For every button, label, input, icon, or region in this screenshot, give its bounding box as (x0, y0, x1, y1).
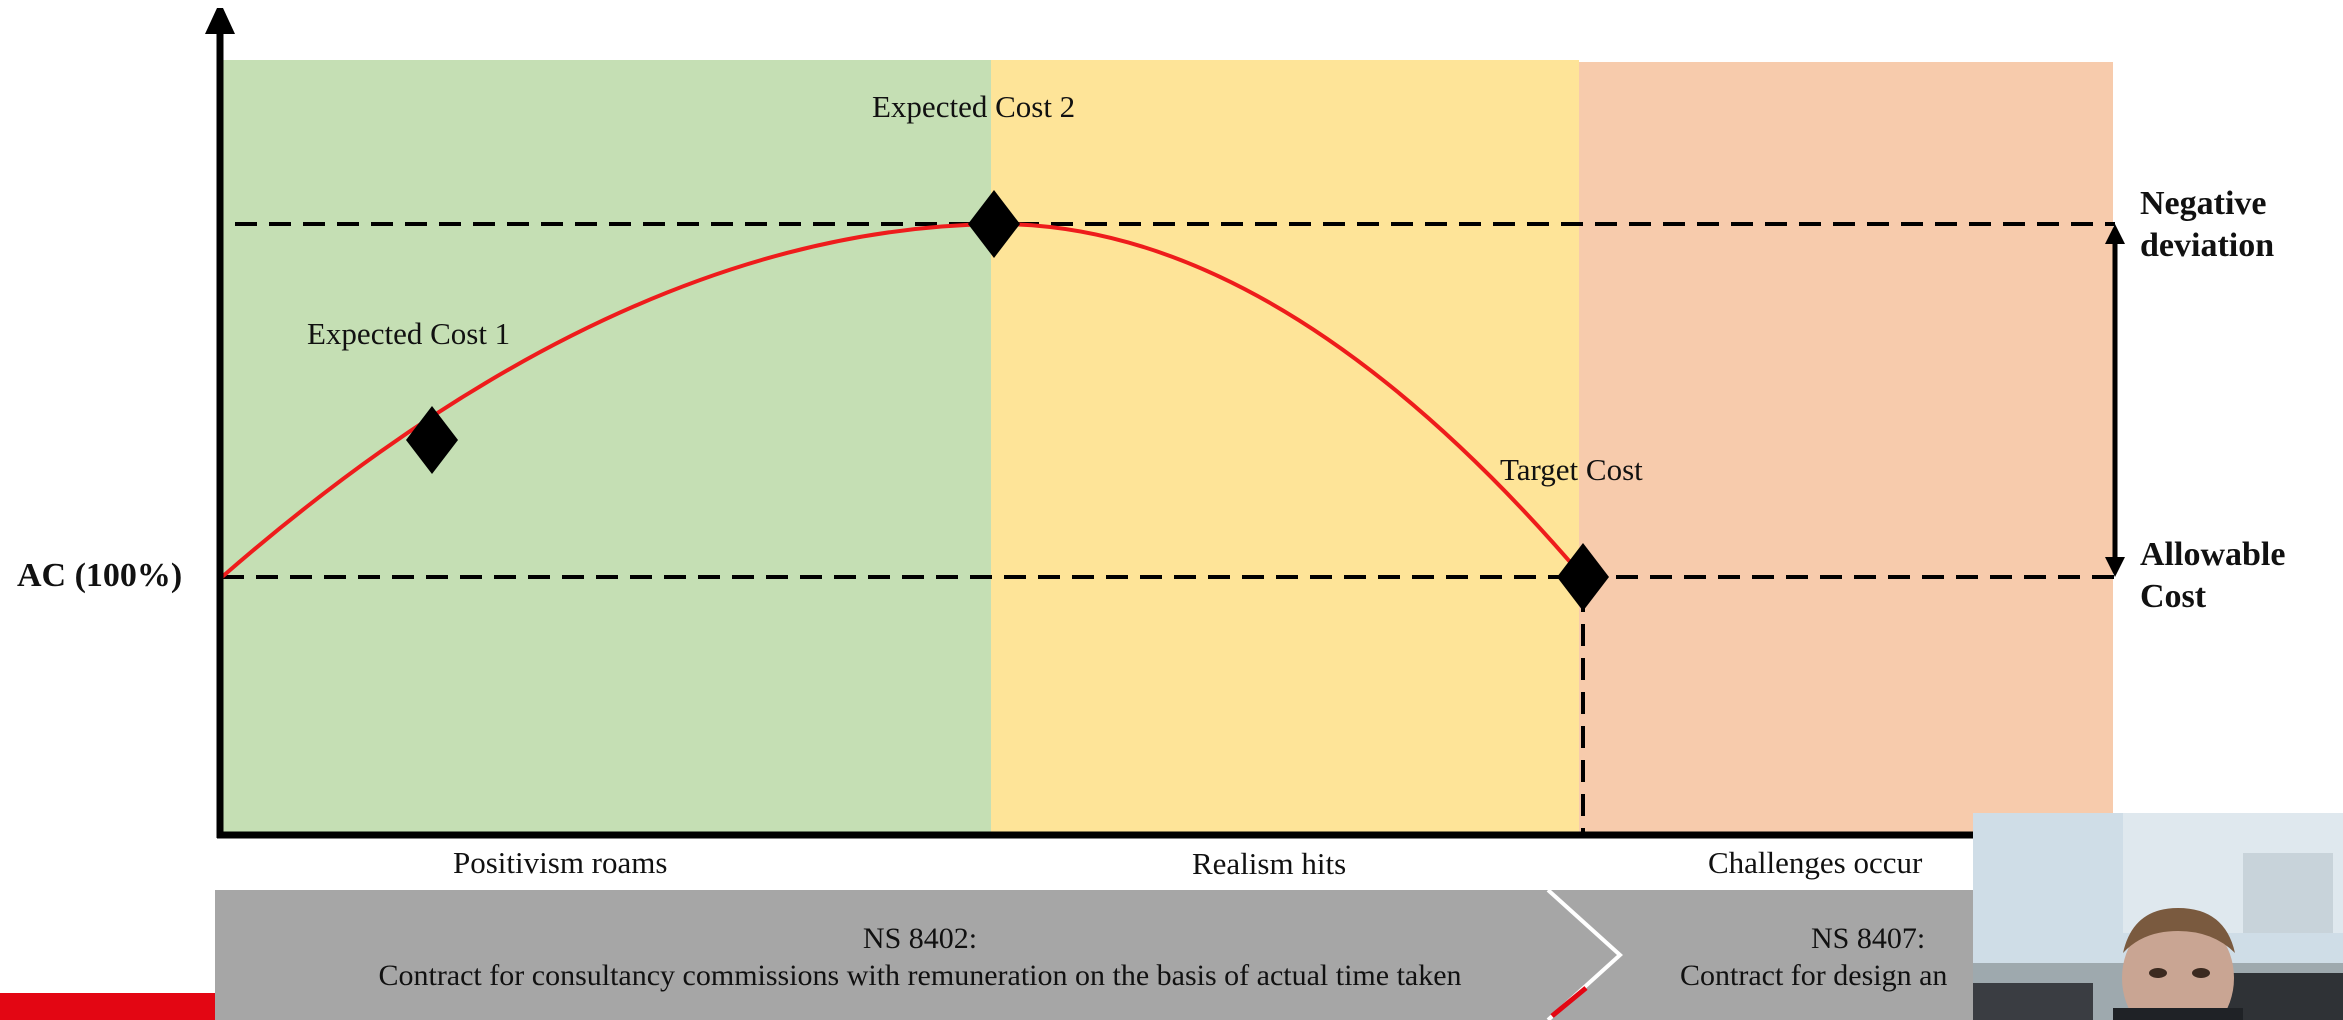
phase-panel-challenges (1579, 62, 2113, 835)
target-cost-marker (1557, 543, 1609, 611)
contract-ns8402-text: NS 8402: Contract for consultancy commis… (215, 920, 1625, 994)
contract-bar-ns8407 (1548, 890, 1990, 1020)
expected-cost-1-marker (406, 406, 458, 474)
contract-ns8407-description: Contract for design an (1680, 959, 1948, 992)
contract-ns8407-code: NS 8407: (1811, 922, 1926, 955)
phase-label-realism: Realism hits (1192, 846, 1347, 881)
deviation-arrow-up-head (2105, 224, 2125, 244)
negative-deviation-line-2: deviation (2140, 227, 2275, 264)
negative-deviation-line-1: Negative (2140, 185, 2267, 222)
presenter-icon (1973, 813, 2343, 1020)
y-axis-arrowhead (205, 8, 235, 34)
phase-label-positivism: Positivism roams (453, 845, 668, 880)
deviation-arrow-down-head (2105, 557, 2125, 577)
expected-cost-2-marker (968, 190, 1020, 258)
expected-cost-1-label: Expected Cost 1 (307, 316, 511, 351)
y-axis-label: AC (100%) (17, 557, 183, 594)
allowable-cost-line-2: Cost (2140, 578, 2207, 615)
allowable-cost-line-1: Allowable (2140, 536, 2286, 573)
expected-cost-2-label: Expected Cost 2 (872, 89, 1076, 124)
footer-red-band (0, 993, 215, 1020)
webcam-video-overlay (1973, 813, 2343, 1020)
contract-ns8407-text: NS 8407: Contract for design an (1680, 920, 1947, 994)
contract-ns8402-code: NS 8402: (862, 922, 978, 955)
phase-panel-positivism (220, 60, 991, 835)
contract-ns8402-description: Contract for consultancy commissions wit… (378, 959, 1462, 992)
chevron-red-accent (1550, 986, 1588, 1018)
negative-deviation-label: Negative deviation (2140, 183, 2274, 267)
target-cost-label: Target Cost (1500, 452, 1643, 487)
phase-label-challenges: Challenges occur (1708, 845, 1923, 880)
allowable-cost-label: Allowable Cost (2140, 534, 2285, 618)
phase-panel-realism (991, 60, 1579, 835)
